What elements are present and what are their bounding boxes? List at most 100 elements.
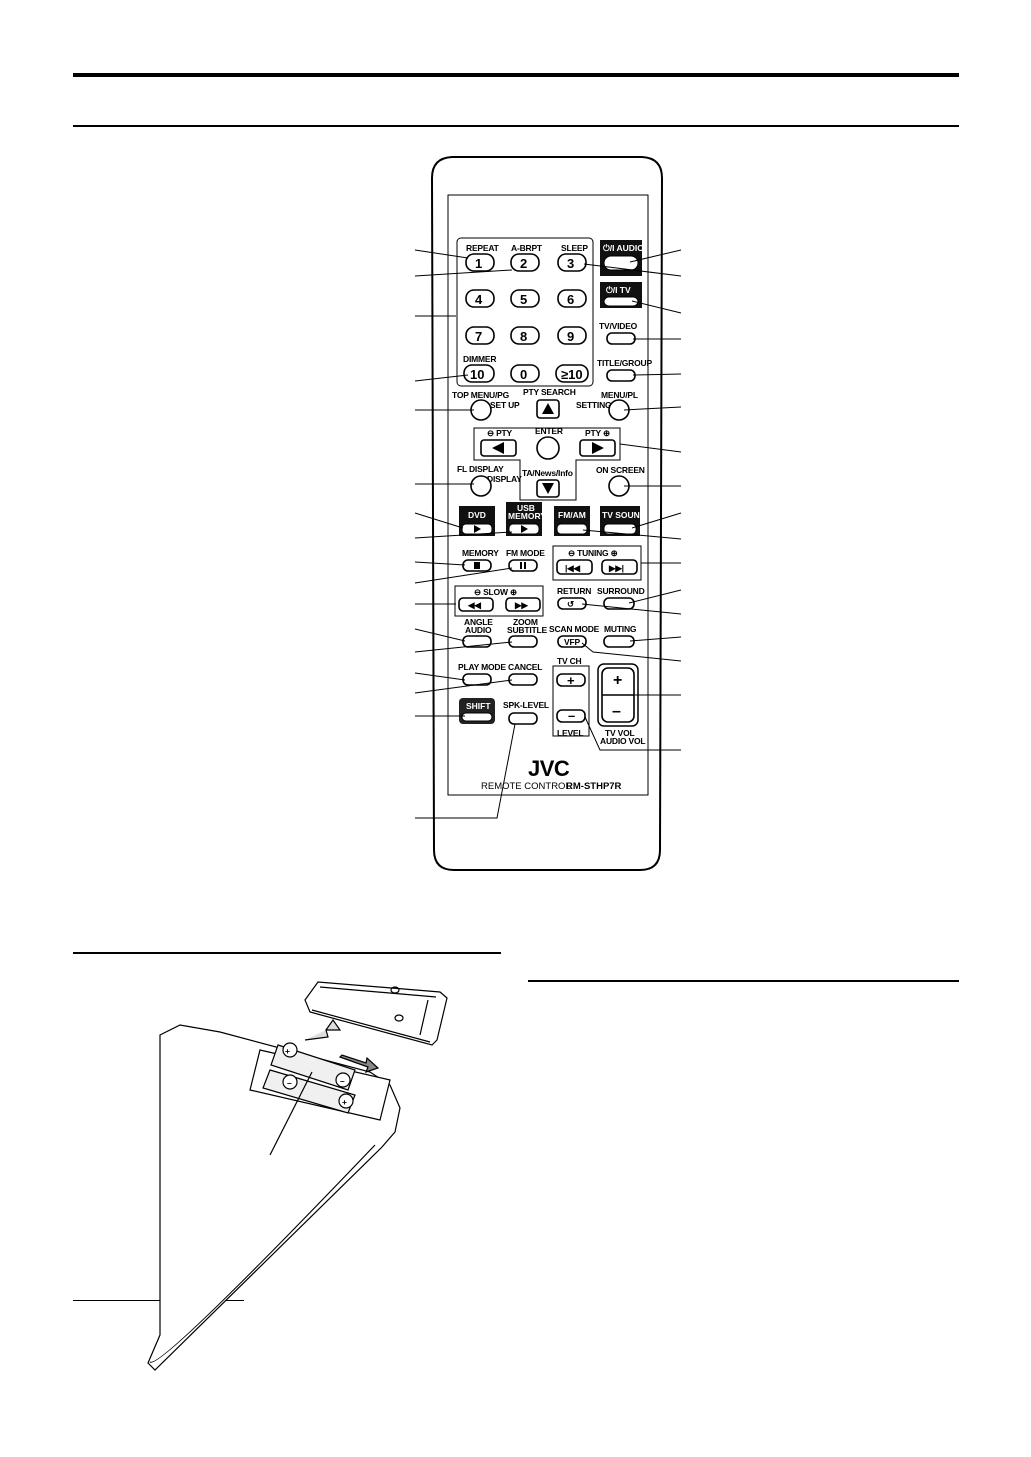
shift-button[interactable]: [461, 712, 493, 722]
key-2-button[interactable]: [510, 253, 540, 272]
tv-sound-button[interactable]: [603, 523, 637, 535]
slow-rev-button[interactable]: [458, 597, 494, 612]
key-8-button[interactable]: [510, 326, 540, 345]
key-3-label: 3: [567, 256, 574, 271]
plus-icon: +: [567, 673, 575, 688]
vfp-label: VFP: [564, 637, 580, 647]
key-4-button[interactable]: [465, 289, 495, 308]
minus-icon: –: [568, 708, 575, 723]
audio-vol-label: AUDIO VOL: [600, 736, 645, 746]
volume-minus-icon: –: [612, 703, 621, 720]
key-7-button[interactable]: [465, 326, 495, 345]
battery-illustration: + – – +: [147, 981, 448, 1371]
pty-plus-label: PTY ⊕: [585, 428, 610, 438]
rewind-icon: ◀◀: [467, 600, 482, 610]
audio-power-button[interactable]: [603, 255, 639, 271]
tuning-label: ⊖ TUNING ⊕: [568, 548, 618, 558]
key-5-button[interactable]: [510, 289, 540, 308]
tv-ch-down-button[interactable]: [556, 709, 586, 723]
key-3-button[interactable]: [557, 253, 587, 272]
svg-text:5: 5: [520, 292, 527, 307]
tv-power-button[interactable]: [603, 296, 639, 307]
shift-label: SHIFT: [466, 701, 491, 711]
vfp-button[interactable]: [557, 635, 587, 648]
slow-label: ⊖ SLOW ⊕: [474, 587, 517, 597]
key-1-label: 1: [475, 256, 482, 271]
dimmer-label: DIMMER: [463, 354, 496, 364]
angle-audio-button[interactable]: [462, 635, 492, 648]
zoom-subtitle-button[interactable]: [508, 635, 538, 648]
muting-label: MUTING: [604, 624, 637, 634]
spk-level-label: SPK-LEVEL: [503, 700, 549, 710]
pty-search-label: PTY SEARCH: [523, 387, 576, 397]
skip-back-icon: |◀◀: [565, 563, 582, 573]
tuning-next-button[interactable]: [601, 559, 638, 575]
svg-text:10: 10: [470, 367, 484, 382]
cancel-button[interactable]: [508, 673, 538, 686]
fl-display-label: FL DISPLAY: [457, 464, 504, 474]
numpad-frame: [456, 237, 594, 387]
key-0-button[interactable]: [510, 364, 540, 383]
return-button[interactable]: [557, 597, 587, 610]
tv-sound-label: TV SOUND: [602, 510, 646, 520]
muting-button[interactable]: [603, 635, 635, 648]
fast-forward-icon: ▶▶: [514, 600, 529, 610]
svg-text:7: 7: [475, 329, 482, 344]
key-1-button[interactable]: [465, 253, 495, 272]
tv-ch-up-button[interactable]: [556, 673, 586, 687]
stop-icon: [474, 562, 480, 569]
right-section-rule: [528, 980, 959, 982]
key-9-button[interactable]: [557, 326, 587, 345]
dpad-frame: [473, 427, 621, 501]
dvd-label: DVD: [468, 510, 486, 520]
display-button[interactable]: [470, 475, 492, 497]
battery-cover: [304, 981, 448, 1046]
spk-level-button[interactable]: [508, 712, 538, 725]
footnote-rule: [73, 1300, 244, 1301]
brand-logo: JVC: [528, 756, 570, 781]
zoom-label: ZOOM: [513, 617, 538, 627]
model-number: RM-STHP7R: [566, 781, 622, 792]
setting-label: SETTING: [576, 400, 612, 410]
title-group-label: TITLE/GROUP: [597, 358, 652, 368]
title-group-button[interactable]: [606, 369, 636, 382]
numpad-row-3: 7 8 9: [465, 326, 587, 345]
pause-icon-a: [520, 562, 522, 569]
fm-mode-label: FM MODE: [506, 548, 545, 558]
slow-frame: [454, 585, 544, 617]
key-10-button[interactable]: [463, 364, 495, 383]
remote-body-inner: [447, 194, 649, 796]
svg-text:+: +: [285, 1046, 290, 1056]
svg-text:USB: USB: [517, 503, 535, 513]
svg-text:0: 0: [520, 367, 527, 382]
pause-button[interactable]: [508, 559, 538, 572]
numpad-row-2: 4 5 6: [465, 289, 587, 308]
enter-button[interactable]: [536, 436, 560, 460]
display-label: DISPLAY: [487, 474, 522, 484]
surround-button[interactable]: [603, 597, 635, 610]
key-ge10-button[interactable]: [555, 364, 589, 383]
tv-power-label: ⏻/I TV: [606, 285, 631, 295]
tv-video-button[interactable]: [606, 332, 636, 345]
audio-label: AUDIO: [465, 625, 492, 635]
svg-text:8: 8: [520, 329, 527, 344]
svg-text:4: 4: [475, 292, 483, 307]
section-rule: [73, 125, 959, 127]
enter-label: ENTER: [535, 426, 563, 436]
subtitle-label: SUBTITLE: [507, 625, 547, 635]
fm-am-button[interactable]: [556, 523, 588, 535]
tv-vol-label: TV VOL: [605, 728, 635, 738]
repeat-label: REPEAT: [466, 243, 500, 253]
level-label: LEVEL: [557, 728, 583, 738]
tuning-prev-button[interactable]: [556, 559, 593, 575]
slow-fwd-button[interactable]: [505, 597, 541, 612]
a-brpt-label: A-BRPT: [511, 243, 543, 253]
angle-label: ANGLE: [464, 617, 493, 627]
key-6-button[interactable]: [557, 289, 587, 308]
numpad-row-1: REPEAT 1 A-BRPT 2 SLEEP 3: [465, 243, 589, 272]
pty-minus-label: ⊖ PTY: [487, 428, 513, 438]
skip-forward-icon: ▶▶|: [608, 563, 624, 573]
up-arrow-icon: [542, 403, 554, 414]
svg-text:9: 9: [567, 329, 574, 344]
top-thick-rule: [73, 73, 959, 77]
